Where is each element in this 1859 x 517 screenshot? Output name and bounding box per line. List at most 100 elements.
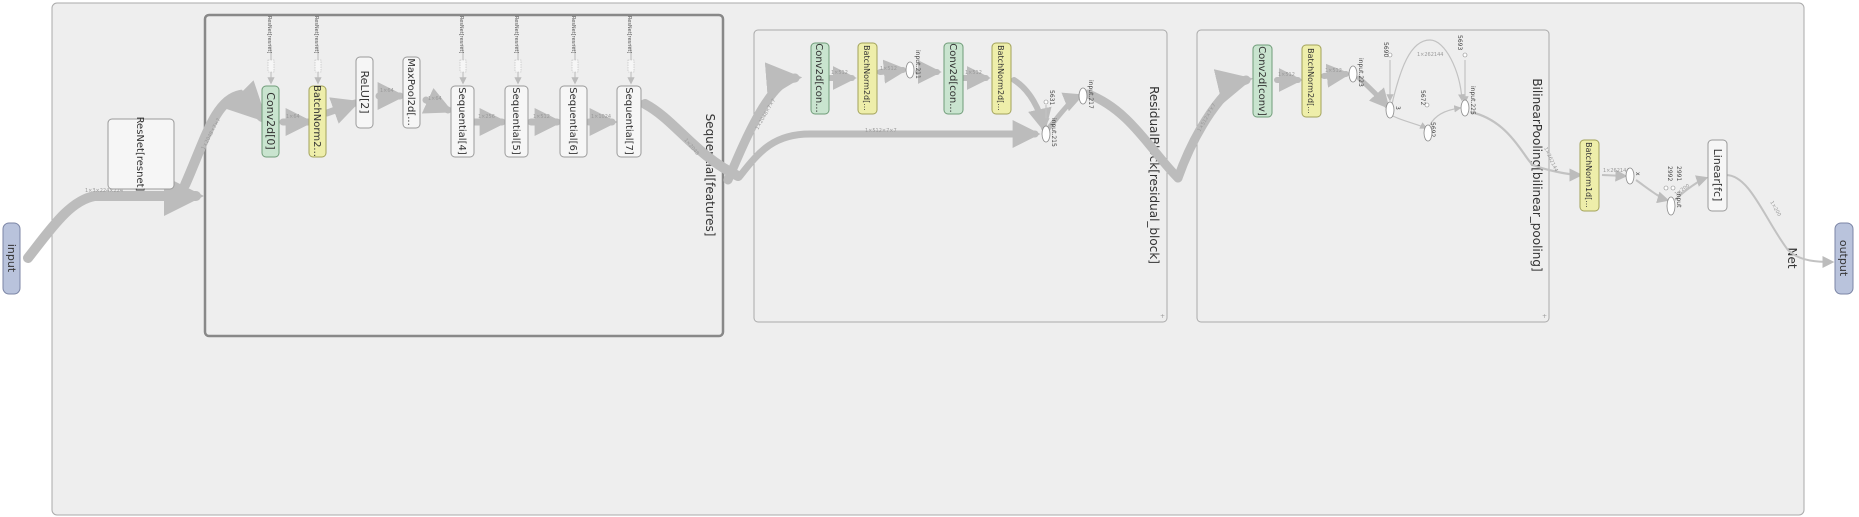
graph-nodes: input output ResNet[resnet] Conv2d[0] Ba…: [2, 42, 1854, 295]
stub-bn-label: ResNet[resnet]: [313, 16, 319, 53]
node-res-conv1[interactable]: Conv2d[con...: [810, 42, 830, 115]
edge-label-seq5-seq6: 1×512: [533, 114, 550, 120]
edge-op3-5672: [1392, 115, 1428, 129]
node-bp-bn[interactable]: BatchNorm2d[...: [1301, 44, 1322, 118]
node-sequential-7[interactable]: Sequential[7]: [616, 85, 642, 158]
op-input-label: input: [1675, 192, 1682, 208]
node-batchnorm-features[interactable]: BatchNorm2...: [308, 85, 327, 158]
node-sequential-5-label: Sequential[5]: [510, 87, 521, 155]
op-5672[interactable]: 5672: [1419, 90, 1433, 142]
edge-label-seq4-seq5: 1×256: [478, 114, 495, 120]
edge-label-rc1-rb1: 1×512: [831, 70, 848, 76]
node-linear-fc[interactable]: Linear[fc]: [1707, 139, 1728, 212]
op-5690-label: 5690: [1382, 42, 1389, 57]
node-resnet[interactable]: ResNet[resnet]: [107, 117, 175, 192]
edge-rb1-in211: [877, 59, 908, 84]
node-bp-bn-label: BatchNorm2d[...: [1306, 48, 1315, 114]
node-res-conv2[interactable]: Conv2d[con...: [943, 42, 964, 115]
group-features-label: Sequential[features]: [703, 114, 717, 237]
edge-bn-relu: [323, 97, 361, 124]
node-res-conv1-label: Conv2d[con...: [813, 43, 824, 112]
op-2991[interactable]: 2991: [1670, 166, 1682, 191]
node-sequential-4[interactable]: Sequential[4]: [450, 85, 475, 158]
stub-seq5-label: ResNet[resnet]: [513, 16, 519, 53]
op-x[interactable]: x: [1625, 167, 1641, 185]
edge-seq7-out: [640, 99, 743, 181]
stub-seq6-box[interactable]: [571, 59, 579, 73]
stub-seq6: ResNet[resnet]: [570, 16, 579, 73]
op-5693-label: 5693: [1456, 35, 1463, 50]
edge-residual-bilinear: [1083, 89, 1183, 183]
edge-in225-bn1d: [1469, 110, 1583, 182]
group-bilinear-pooling[interactable]: BilinearPooling[bilinear_pooling] +: [1196, 29, 1550, 323]
stub-seq5-box[interactable]: [514, 59, 522, 73]
node-res-bn2[interactable]: BatchNorm2d[...: [991, 42, 1012, 115]
stub-conv-box[interactable]: [267, 59, 275, 73]
node-bp-conv-label: Conv2d[conv]: [1256, 46, 1267, 116]
edge-bpb-in223: [1321, 63, 1351, 88]
node-sequential-7-label: Sequential[7]: [623, 87, 634, 155]
node-output[interactable]: output: [1834, 222, 1854, 295]
stub-bn: ResNet[resnet]: [313, 16, 322, 73]
resnet-input-stubs: ResNet[resnet] ResNet[resnet] ResNet[res…: [266, 16, 635, 73]
op-input-217-label: input.217: [1087, 80, 1094, 109]
op-5690[interactable]: 5690: [1382, 42, 1393, 57]
op-input-223-label: input.223: [1357, 58, 1364, 87]
op-input-215[interactable]: input.215: [1041, 118, 1057, 147]
edge-bn1d-x: [1601, 169, 1628, 182]
op-2992[interactable]: 2992: [1663, 166, 1673, 191]
node-batchnorm1d[interactable]: BatchNorm1d[...: [1579, 139, 1600, 212]
node-conv2d-0[interactable]: Conv2d[0]: [261, 85, 280, 158]
node-bp-conv[interactable]: Conv2d[conv]: [1252, 44, 1273, 118]
op-input-215-label: input.215: [1050, 118, 1057, 147]
op-5631-label: 5631: [1048, 90, 1055, 105]
group-bilinear-expand-icon[interactable]: +: [1542, 313, 1547, 320]
group-features[interactable]: Sequential[features]: [203, 13, 725, 338]
group-net-label: Net: [1785, 247, 1799, 268]
node-res-bn1-label: BatchNorm2d[...: [862, 45, 871, 111]
edge-label-relu-pool: 1×64: [380, 88, 394, 94]
edge-label-bpb-in: 1×512: [1325, 68, 1342, 74]
edge-fc-out: [1725, 174, 1835, 268]
op-input-211-label: input.211: [914, 50, 921, 79]
stub-seq7-label: ResNet[resnet]: [626, 16, 632, 53]
op-3-label: 3: [1394, 106, 1401, 110]
node-batchnorm-features-label: BatchNorm2...: [311, 85, 322, 157]
op-input-211[interactable]: input.211: [905, 50, 921, 79]
stub-seq5: ResNet[resnet]: [513, 16, 522, 73]
edge-resnet-features: [180, 80, 268, 190]
op-x-label: x: [1634, 172, 1641, 176]
edge-label-conv-bn: 1×64: [286, 114, 300, 120]
stub-seq4-box[interactable]: [459, 59, 467, 73]
op-5631[interactable]: 5631: [1043, 90, 1055, 105]
op-input-225[interactable]: input.225: [1460, 86, 1476, 117]
stub-seq7-box[interactable]: [627, 59, 635, 73]
edge-features-residual: [723, 62, 803, 185]
edge-input-fc: [1674, 175, 1709, 201]
node-maxpool-label: MaxPool2d[...: [405, 58, 416, 126]
op-5692[interactable]: 5692: [1424, 102, 1436, 137]
node-input-label: input: [5, 244, 18, 273]
node-res-bn1[interactable]: BatchNorm2d[...: [857, 42, 878, 115]
node-sequential-6[interactable]: Sequential[6]: [559, 85, 588, 158]
edge-pool-seq4: [421, 87, 454, 114]
op-5693[interactable]: 5693: [1456, 35, 1468, 58]
group-residual-expand-icon[interactable]: +: [1160, 313, 1165, 320]
op-3[interactable]: 3: [1385, 101, 1401, 119]
stub-conv: ResNet[resnet]: [266, 16, 275, 73]
node-linear-fc-label: Linear[fc]: [1711, 149, 1724, 202]
edge-label-bpc-bpb: 1×512: [1278, 72, 1295, 78]
node-sequential-5[interactable]: Sequential[5]: [504, 85, 529, 158]
node-relu-2[interactable]: ReLU[2]: [355, 56, 374, 129]
node-maxpool[interactable]: MaxPool2d[...: [402, 56, 421, 129]
edge-skip-connection: [736, 120, 1041, 180]
op-input-217[interactable]: input.217: [1078, 80, 1094, 109]
stub-bn-box[interactable]: [314, 59, 322, 73]
op-input[interactable]: input: [1666, 192, 1682, 216]
op-input-223[interactable]: input.223: [1348, 58, 1364, 87]
node-batchnorm1d-label: BatchNorm1d[...: [1584, 142, 1593, 208]
node-input[interactable]: input: [2, 222, 21, 295]
edge-label-sqrt: 1×262144: [1417, 52, 1443, 58]
node-relu-2-label: ReLU[2]: [358, 70, 371, 113]
